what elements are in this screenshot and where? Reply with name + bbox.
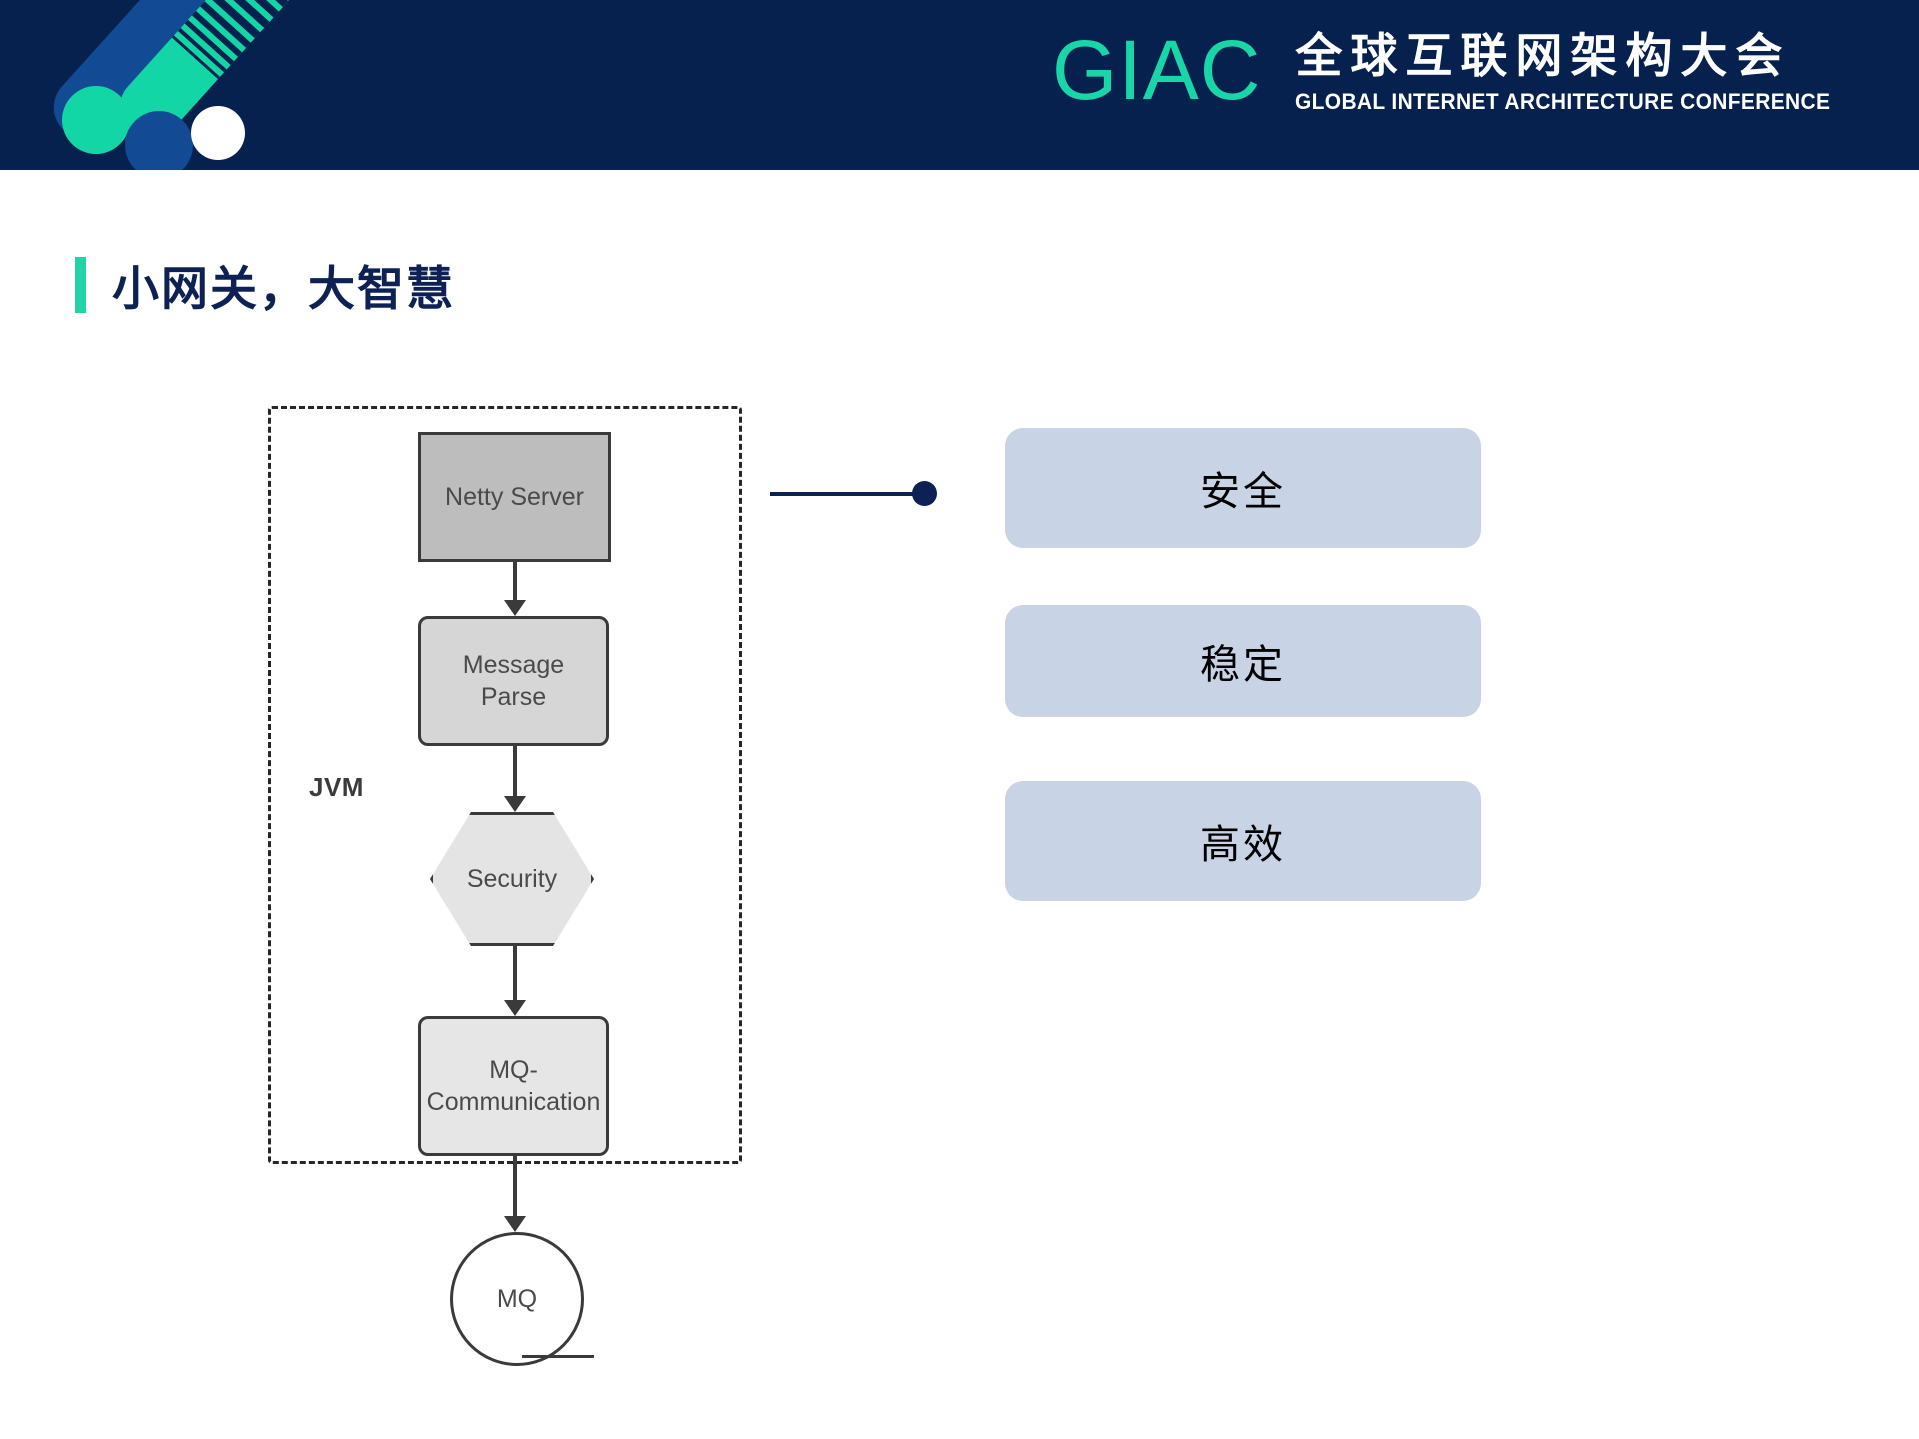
title-accent-bar: [75, 256, 86, 313]
jvm-boundary: [268, 406, 742, 1164]
node-message-parse-line2: Parse: [480, 683, 547, 711]
node-mq-label: MQ: [496, 1285, 538, 1313]
arrow-mqcomm-to-mq: [505, 1156, 525, 1232]
feature-pill-security-label: 安全: [1200, 469, 1286, 515]
giac-swoosh-logo-icon: [53, 0, 295, 170]
connector-dot-icon: [912, 481, 937, 506]
node-mq-communication-label: MQ-Communication: [426, 1056, 601, 1116]
feature-pill-security[interactable]: 安全: [1005, 428, 1481, 548]
feature-pill-stability[interactable]: 稳定: [1005, 605, 1481, 717]
giac-acronym: GIAC: [1052, 23, 1262, 117]
mq-tail-line: [522, 1355, 594, 1358]
node-netty-server[interactable]: Netty Server: [418, 432, 611, 562]
page-title: 小网关，大智慧: [75, 250, 455, 319]
connector-line: [770, 492, 928, 496]
giac-brand-names: 全球互联网架构大会 GLOBAL INTERNET ARCHITECTURE C…: [1295, 22, 1871, 116]
feature-pill-stability-label: 稳定: [1200, 642, 1286, 688]
node-mq[interactable]: MQ: [450, 1232, 584, 1366]
node-message-parse-label: Message Parse: [463, 649, 564, 713]
feature-pill-efficiency-label: 高效: [1200, 822, 1286, 868]
arrow-security-to-mqcomm: [505, 946, 525, 1016]
feature-pill-efficiency[interactable]: 高效: [1005, 781, 1481, 901]
node-message-parse[interactable]: Message Parse: [418, 616, 609, 746]
node-message-parse-line1: Message: [462, 651, 565, 679]
giac-name-cn: 全球互联网架构大会: [1295, 29, 1791, 84]
slide-header: GIAC 全球互联网架构大会 GLOBAL INTERNET ARCHITECT…: [0, 0, 1919, 170]
arrow-netty-to-parse: [505, 562, 525, 616]
node-mq-communication[interactable]: MQ-Communication: [418, 1016, 609, 1156]
giac-name-en: GLOBAL INTERNET ARCHITECTURE CONFERENCE: [1295, 89, 1831, 114]
giac-brand-lockup: GIAC 全球互联网架构大会 GLOBAL INTERNET ARCHITECT…: [1052, 22, 1871, 118]
jvm-label: JVM: [309, 772, 364, 802]
arrow-parse-to-security: [505, 746, 525, 812]
node-security-label: Security: [466, 865, 558, 893]
title-text: 小网关，大智慧: [112, 262, 455, 317]
node-netty-server-label: Netty Server: [445, 483, 584, 511]
